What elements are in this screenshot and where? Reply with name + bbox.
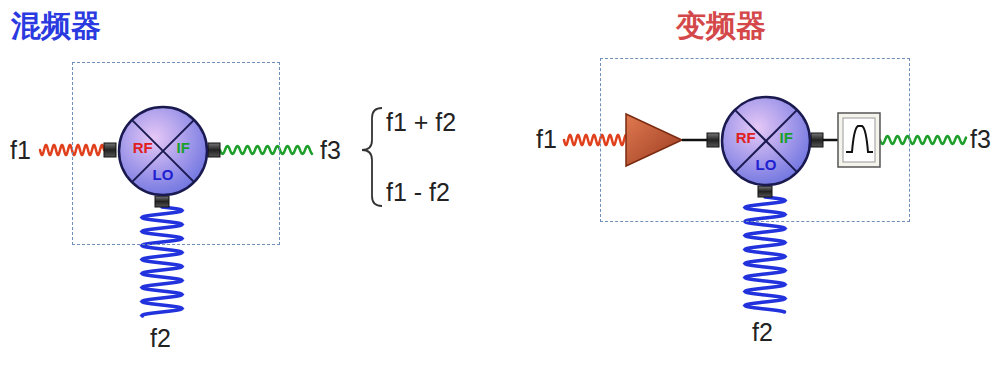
mixer-symbol [720, 95, 812, 187]
port-connector [104, 143, 116, 157]
mixer-circle: RF IFLO [720, 95, 812, 187]
signal-wave [880, 136, 966, 144]
bandpass-curve [846, 126, 873, 152]
port-label: LO [756, 157, 777, 172]
signal-label: f3 [320, 138, 341, 163]
mixer-divider [132, 120, 194, 182]
wire [823, 139, 838, 142]
group-heading: 变频器 [676, 11, 766, 41]
mixer-body [722, 97, 810, 185]
signal-label: f2 [752, 320, 773, 345]
filter-symbol [838, 113, 880, 167]
port-label: IF [780, 130, 793, 145]
signal-wave [220, 146, 312, 154]
mixer-circle: RF IFLO [117, 105, 209, 197]
amplifier-symbol [626, 114, 682, 166]
mixer-body [119, 107, 207, 195]
oscillator-coil [142, 207, 182, 316]
filter-symbol [843, 118, 875, 162]
oscillator-coil [745, 197, 785, 312]
port-connector [758, 186, 772, 197]
dashed-group-box: 变频器RFIFLO [600, 58, 910, 222]
mixer-divider [132, 120, 194, 182]
signal-label: f1 + f2 [386, 110, 456, 135]
signal-label: f2 [150, 326, 171, 351]
mixer-divider [735, 110, 797, 172]
mixer-symbol [117, 105, 209, 197]
mixer-divider [735, 110, 797, 172]
signal-label: f3 [970, 127, 991, 152]
signal-label: f1 [10, 138, 31, 163]
dashed-group-box: 混频器RFIFLO [72, 62, 280, 245]
port-label: RF [736, 130, 756, 145]
port-label: IF [177, 140, 190, 155]
wire [682, 139, 708, 142]
port-connector [811, 133, 823, 147]
signal-label: f1 - f2 [386, 180, 450, 205]
brace [362, 108, 382, 206]
port-connector [707, 133, 719, 147]
port-label: RF [133, 140, 153, 155]
group-heading: 混频器 [11, 11, 101, 41]
port-connector [155, 196, 169, 207]
port-connector [208, 143, 220, 157]
signal-label: f1 [536, 127, 557, 152]
port-label: LO [153, 167, 174, 182]
signal-wave [564, 135, 626, 145]
